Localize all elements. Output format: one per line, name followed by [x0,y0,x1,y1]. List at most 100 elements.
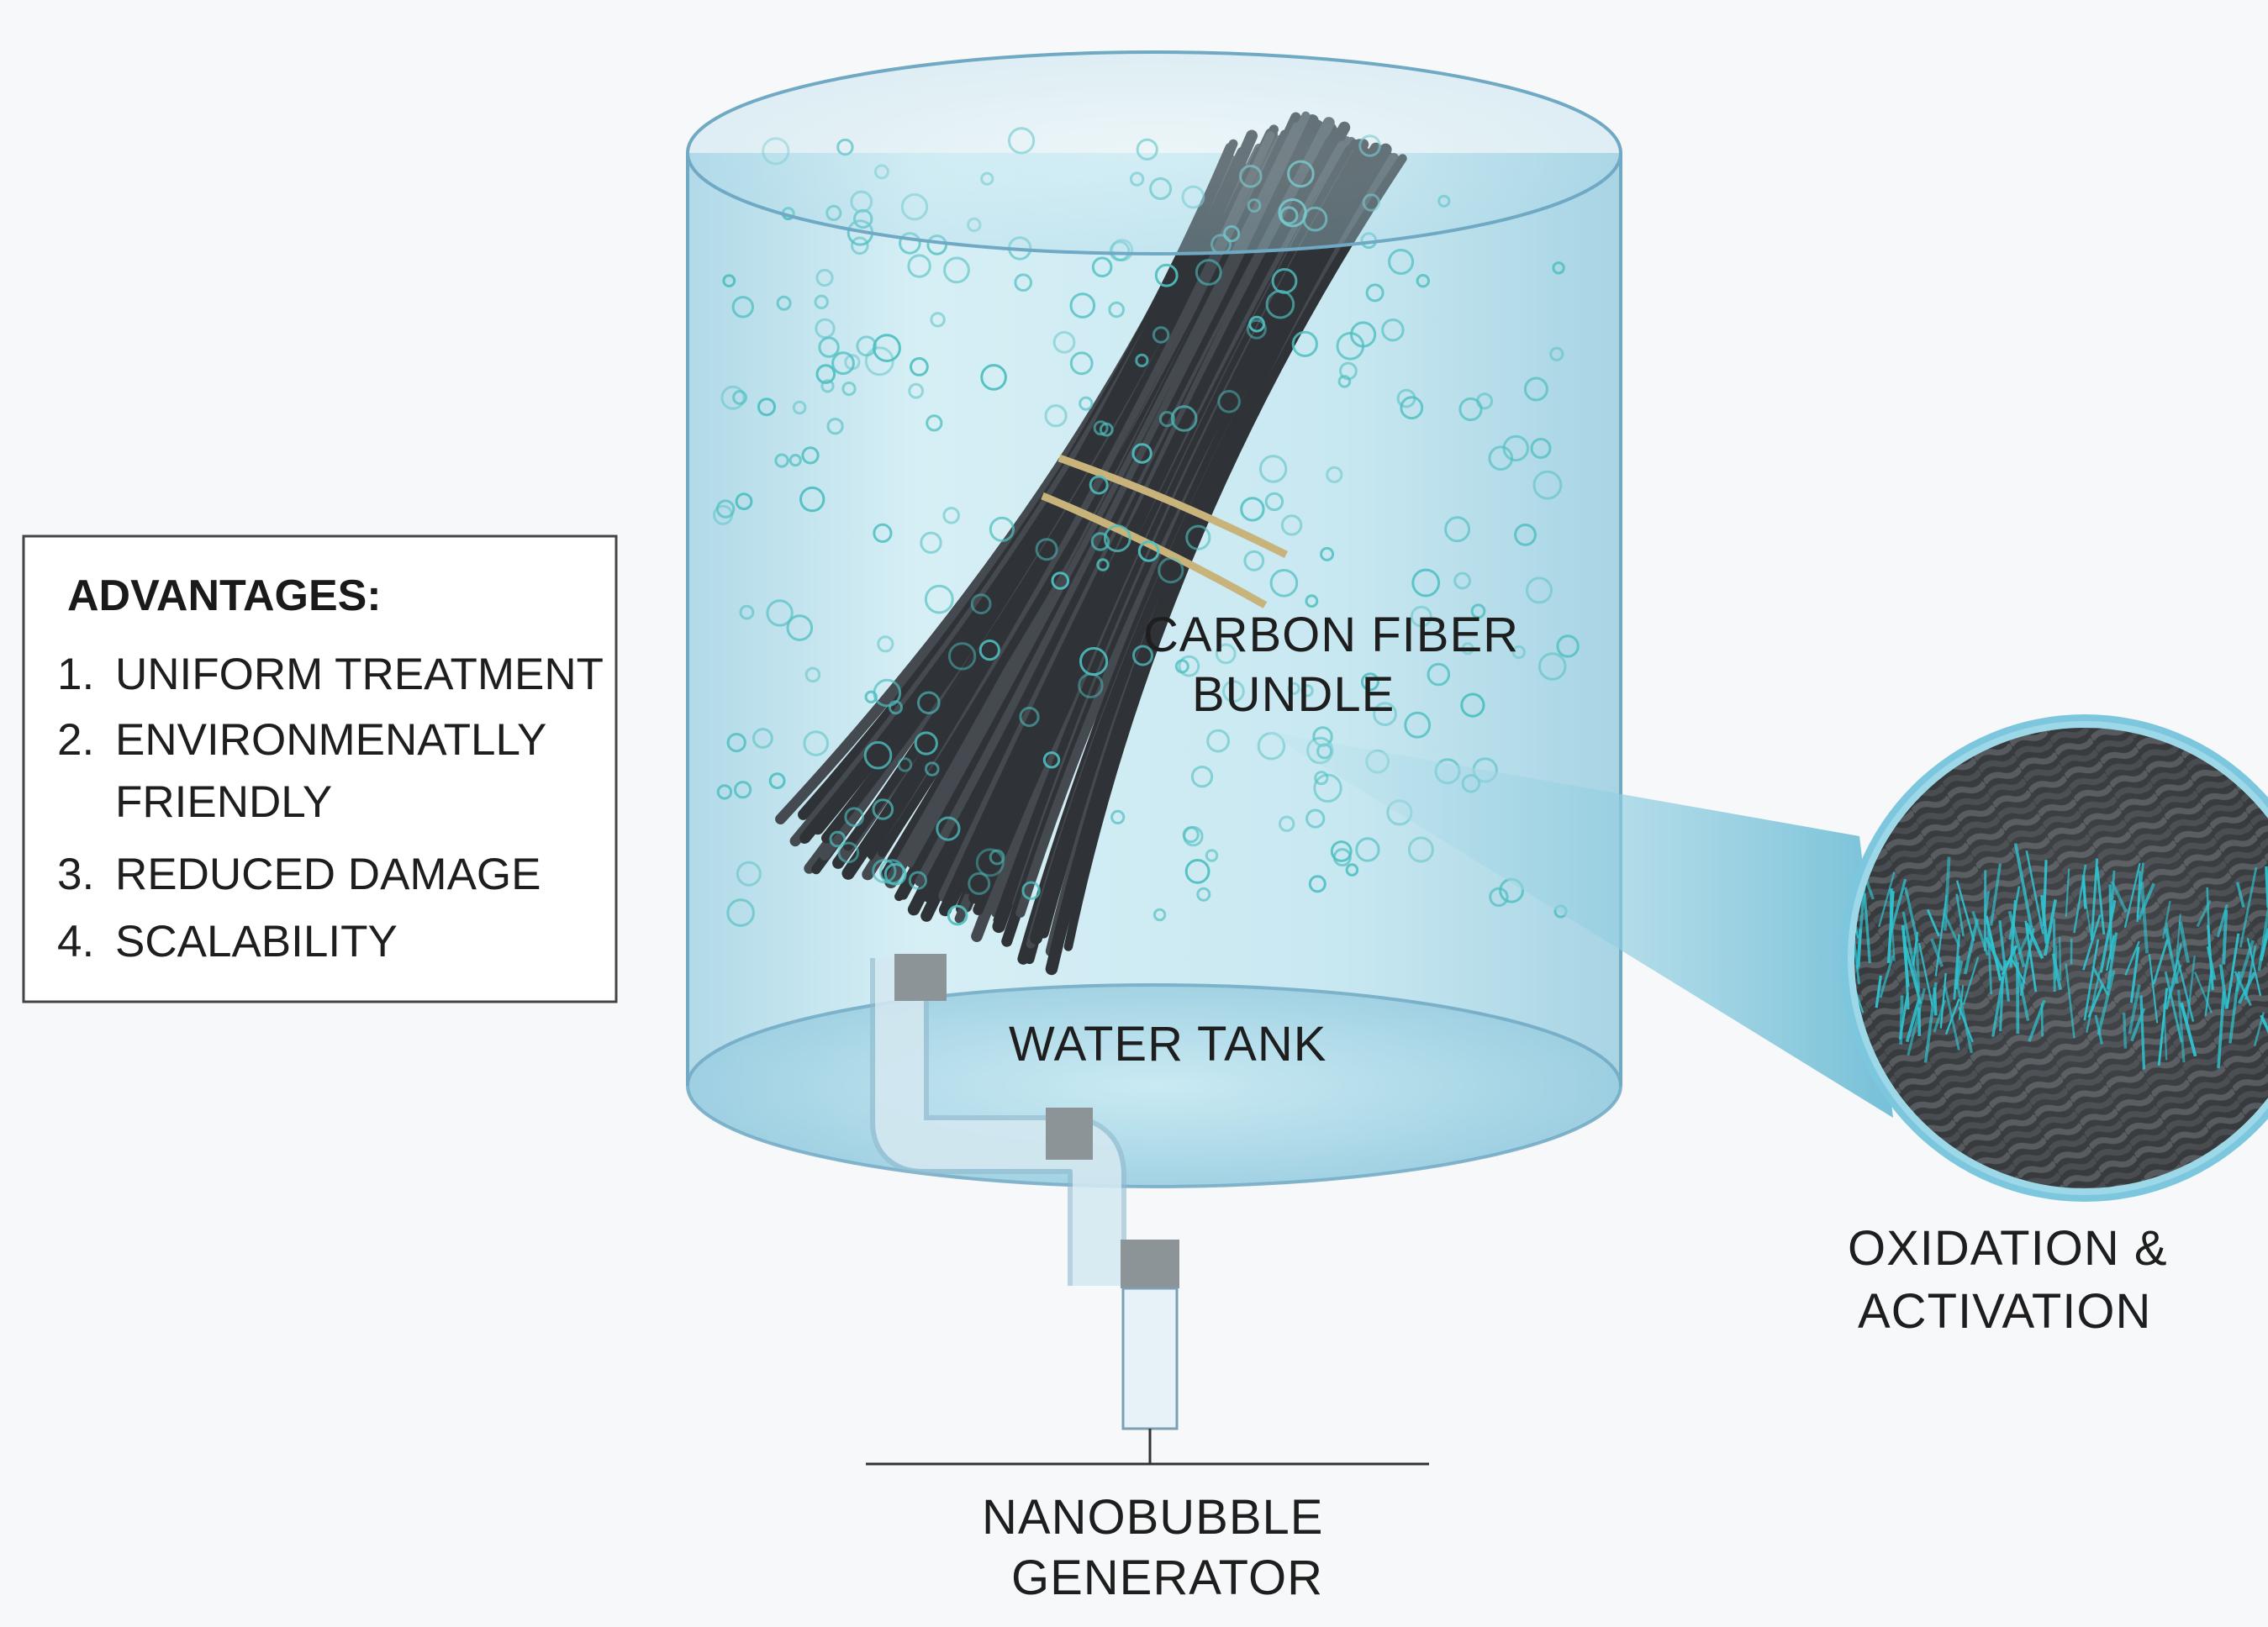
activation-hair [2108,884,2112,960]
bubble [1345,863,1359,877]
activation-hair [1953,934,1961,1000]
bubble [1556,634,1580,658]
bubble [826,418,844,435]
bubble [1258,455,1288,483]
bubble [873,334,901,363]
activation-hair [2136,871,2141,923]
activation-hair [1917,942,1933,1007]
activation-hair [2128,984,2141,1035]
bubble [1019,706,1040,728]
bubble [768,772,786,789]
bubble [863,740,893,770]
bubble [1131,443,1152,464]
activation-hair [2235,940,2255,993]
activation-hair [2246,938,2262,996]
pipe-coupling-top [894,954,947,1001]
activation-label-line2: ACTIVATION [1858,1284,2151,1339]
activation-hair [2013,843,2033,928]
bubble [1135,353,1149,367]
activation-hair [1934,894,1948,977]
activation-hair [2124,940,2140,976]
bubble [1103,524,1131,553]
activation-hair [1986,926,1993,995]
advantages-box [22,534,618,1003]
bubble [877,635,894,653]
activation-hair [1962,956,1980,1006]
activation-hair [2162,900,2171,939]
pipe-coupling-elbow [1046,1108,1093,1160]
bubble [757,398,776,417]
zoom-lens-edge [1848,721,2268,1195]
activation-hair [2094,1014,2103,1045]
bubble [1280,514,1303,536]
bubble [1360,672,1379,692]
bubble [726,898,755,927]
activation-hair [2053,919,2056,993]
nanobubble-generator-label-line1: NANOBUBBLE [982,1490,1323,1545]
bubble [1035,538,1058,561]
advantage-2-text-line2: FRIENDLY [115,777,332,827]
bubble [1373,702,1397,726]
bubble [1078,672,1104,698]
bubble [1400,396,1424,420]
activation-hair [2073,864,2087,934]
bubble [1416,274,1431,288]
bubble [814,294,829,309]
bubble [924,584,954,614]
activation-hair [2234,971,2252,1007]
advantage-2-number: 2. [57,715,94,765]
bubble [735,492,753,511]
activation-hair [2090,858,2099,940]
bubble [910,357,929,376]
magnified-surface-view [1841,714,2268,1202]
bubble [908,382,925,399]
water-tank-label: WATER TANK [1009,1017,1327,1072]
bubble [722,274,736,288]
bubble [1330,840,1353,862]
activated-surface-hairs [1851,843,2268,1070]
activation-hair [2148,954,2159,1024]
bubble [1154,263,1179,287]
activation-hair [2139,995,2146,1070]
activation-hair [1933,999,1947,1033]
bubble [734,781,752,799]
bubble [803,730,830,756]
activation-hair [2180,1002,2197,1057]
advantage-3-text: REDUCED DAMAGE [115,850,541,899]
bubble [792,400,807,415]
activation-hair [2217,991,2226,1069]
bubble [1091,256,1113,278]
bubble [1453,571,1471,590]
bubble [1549,346,1564,361]
bubble [837,841,860,864]
bubble [873,523,893,544]
bubble [844,354,861,371]
activation-hair [1943,856,1951,931]
bubble [1152,908,1167,922]
bubble [1365,283,1385,303]
nanobubbles [713,127,1580,927]
carbon-fiber-label-line1: CARBON FIBER [1143,608,1519,662]
advantage-4-text: SCALABILITY [115,917,398,966]
bubble [1305,808,1326,829]
bubble [736,861,762,887]
bubble [989,849,1005,866]
activation-hair [2235,882,2245,908]
bubble [1339,361,1358,381]
bubble [1079,396,1094,411]
bubble [1350,321,1377,348]
bubble [1265,289,1295,319]
activation-hair [2123,862,2141,929]
bubble [815,364,836,384]
pipe-coupling-bottom [1121,1240,1179,1288]
bundle-binding [1041,492,1268,608]
bubble [907,254,931,278]
bubble [1069,292,1096,319]
bubble [1093,420,1109,436]
bubble [1337,375,1352,388]
bubble [1185,524,1211,550]
activation-hair [2040,895,2049,944]
bubble [883,862,907,886]
activation-hair [2096,866,2106,935]
tank-body [688,153,1621,1187]
